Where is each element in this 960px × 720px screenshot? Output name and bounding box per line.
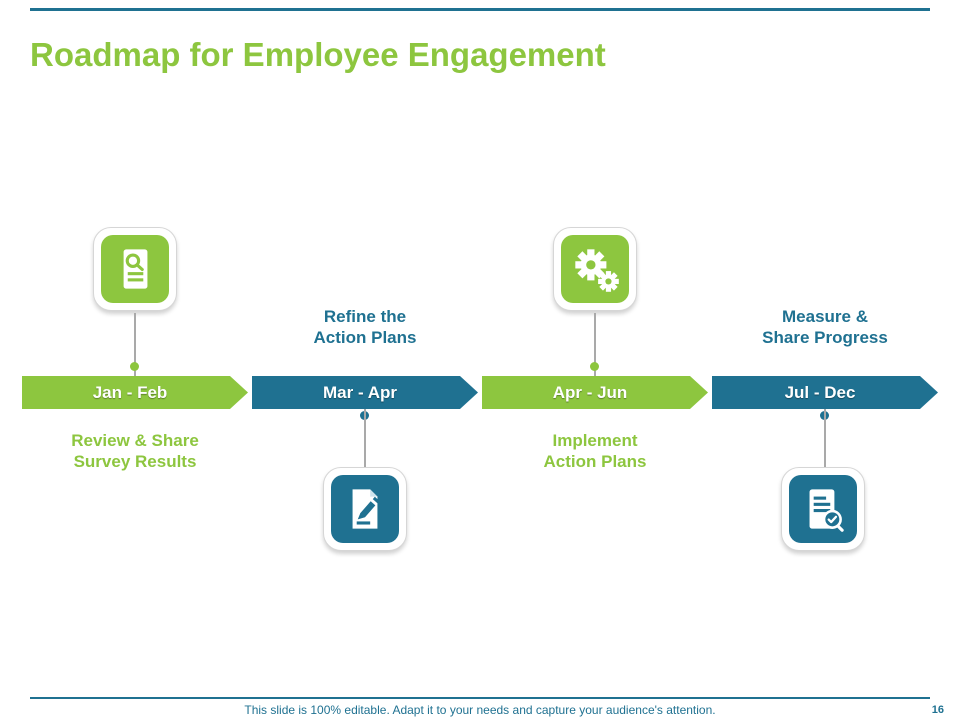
milestone-icon-card xyxy=(93,227,177,311)
edit-document-icon xyxy=(331,475,399,543)
footer-note: This slide is 100% editable. Adapt it to… xyxy=(244,703,716,717)
timeline-dot xyxy=(130,362,139,371)
timeline-arrow-apr-jun: Apr - Jun xyxy=(482,376,708,409)
milestone-description: Review & Share Survey Results xyxy=(71,431,199,471)
bottom-divider xyxy=(30,697,930,699)
progress-report-icon xyxy=(789,475,857,543)
connector-line xyxy=(594,313,596,376)
document-search-icon xyxy=(101,235,169,303)
top-divider xyxy=(30,8,930,11)
milestone-icon-card xyxy=(781,467,865,551)
period-label: Jan - Feb xyxy=(92,382,168,402)
connector-line xyxy=(364,409,366,470)
milestone-description: Implement Action Plans xyxy=(543,431,647,471)
milestone-description: Refine the Action Plans xyxy=(313,307,417,347)
timeline-arrow-mar-apr: Mar - Apr xyxy=(252,376,478,409)
connector-line xyxy=(134,313,136,376)
milestone-icon-card xyxy=(323,467,407,551)
milestone-icon-card xyxy=(553,227,637,311)
milestone-description: Measure & Share Progress xyxy=(762,307,888,347)
gears-icon xyxy=(561,235,629,303)
period-label: Mar - Apr xyxy=(323,382,397,402)
period-label: Apr - Jun xyxy=(552,382,628,402)
timeline-arrow-jul-dec: Jul - Dec xyxy=(712,376,938,409)
page-title: Roadmap for Employee Engagement xyxy=(30,36,606,73)
period-label: Jul - Dec xyxy=(784,382,856,402)
connector-line xyxy=(824,409,826,470)
page-number: 16 xyxy=(931,704,944,716)
timeline-arrow-jan-feb: Jan - Feb xyxy=(22,376,248,409)
timeline-dot xyxy=(590,362,599,371)
